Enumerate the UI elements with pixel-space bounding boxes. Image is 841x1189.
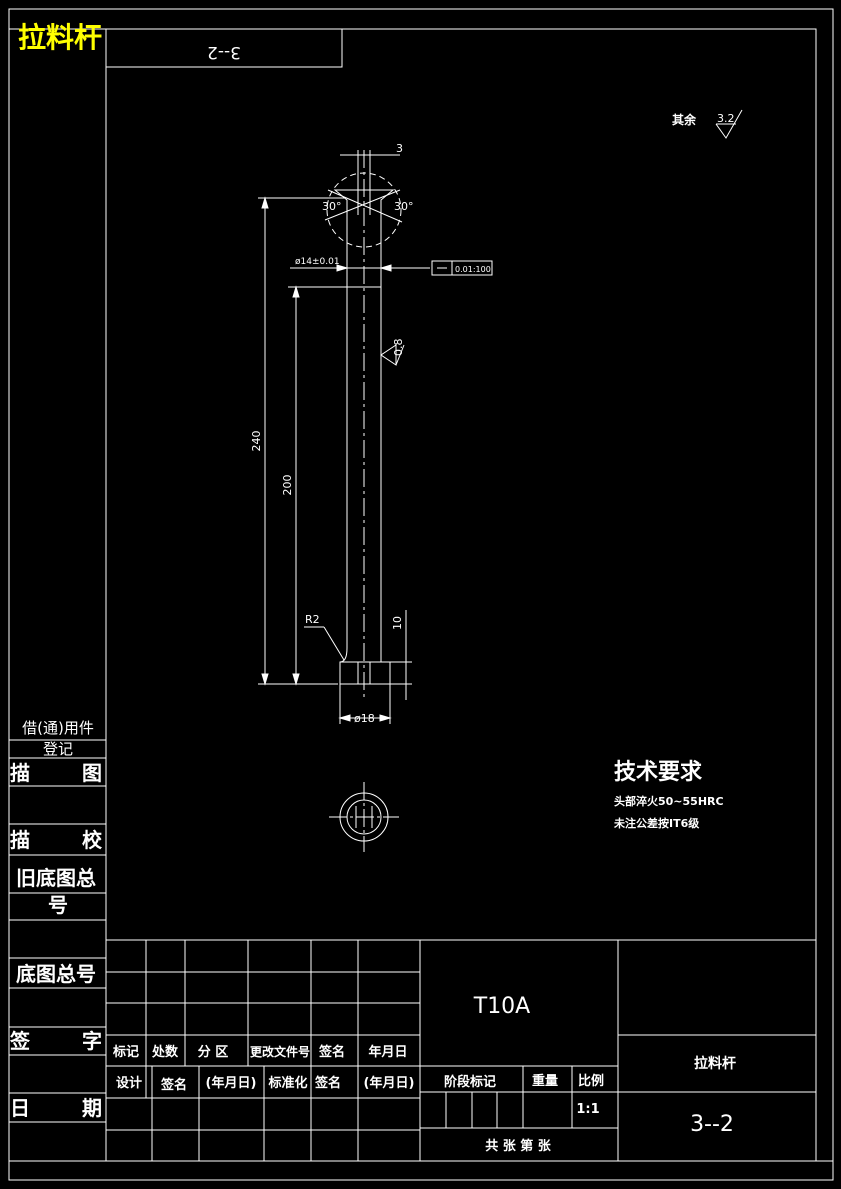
dim-roughness-shaft: 0.8 [392,339,405,357]
left-strip [9,739,106,1123]
tb-h1-sign: 签名 [318,1044,345,1060]
head-outline [333,189,395,262]
outer-border [8,8,834,1181]
tb-h2-date: (年月日) [206,1075,257,1091]
tb-h1-zone: 分 区 [198,1044,229,1060]
title-block-labels: 标记 处数 分 区 更改文件号 签名 年月日 设计 签名 (年月日) 标准化 签… [112,994,736,1154]
dim-diameter-18: ø18 [354,712,375,725]
tech-req-line1: 头部淬火50~55HRC [614,794,724,808]
left-old-base-1: 旧底图总 [16,866,96,890]
part-view [258,150,493,852]
inner-border [105,28,817,1162]
base-flange [339,661,391,685]
dim-diameter-14: ø14±0.01 [295,257,340,267]
dim-radius: R2 [305,613,320,626]
tb-part-name: 拉料杆 [694,1055,736,1072]
left-trace-check: 描 校 [10,828,103,852]
dim-angle-right: 30° [394,200,414,213]
end-view [329,782,399,852]
tb-h2-date2: (年月日) [364,1075,415,1091]
tb-material: T10A [473,994,530,1019]
top-drawing-number: 3--2 [207,42,241,62]
tb-h1-count: 处数 [151,1044,179,1060]
tb-h2-standard: 标准化 [267,1075,307,1091]
dim-length-240: 240 [250,431,263,452]
roughness-rest-label: 其余 [672,112,697,127]
left-borrow: 借(通)用件 [22,719,94,737]
roughness-rest-value: 3.2 [717,112,735,125]
tb-weight: 重量 [532,1073,558,1089]
dim-tolerance: 0.01:100 [455,265,491,274]
tb-h1-mark: 标记 [112,1044,139,1060]
tb-sheets: 共 张 第 张 [485,1138,552,1154]
title-block [106,939,816,1161]
left-trace: 描 图 [10,761,102,785]
tb-stage-mark: 阶段标记 [444,1074,496,1090]
technical-requirements: 技术要求 头部淬火50~55HRC 未注公差按IT6级 [613,760,724,830]
head-arc [326,172,402,248]
tb-h1-date: 年月日 [368,1044,407,1060]
left-strip-labels: 借(通)用件 登记 描 图 描 校 旧底图总 号 底图总号 签 字 日 期 [9,719,103,1120]
tb-h2-sign2: 签名 [314,1075,341,1091]
title-badge: 拉料杆 [18,21,102,54]
dim-head-width: 3 [396,142,403,155]
dimension-labels: 3 30° 30° ø14±0.01 0.01:100 0.8 240 200 … [250,142,491,725]
roughness-rest: 其余 3.2 [672,109,743,139]
tb-scale-value: 1:1 [576,1102,599,1117]
tb-h1-docno: 更改文件号 [250,1044,310,1059]
dim-base-height: 10 [391,616,404,630]
left-date: 日 期 [10,1096,102,1120]
tb-h2-sign: 签名 [160,1077,187,1093]
left-signature: 签 字 [9,1029,102,1053]
roughness-symbol-icon [715,109,743,139]
tb-scale: 比例 [578,1073,604,1089]
dim-length-200: 200 [281,475,294,496]
tech-req-heading: 技术要求 [614,760,702,785]
tb-h2-design: 设计 [116,1075,142,1091]
left-old-base-2: 号 [48,893,68,917]
top-drawing-number-box: 3--2 [105,28,343,68]
left-base-total: 底图总号 [16,962,96,986]
left-register: 登记 [43,740,73,758]
dim-angle-left: 30° [322,200,342,213]
tech-req-line2: 未注公差按IT6级 [613,816,700,830]
tb-drawing-no: 3--2 [690,1112,734,1137]
